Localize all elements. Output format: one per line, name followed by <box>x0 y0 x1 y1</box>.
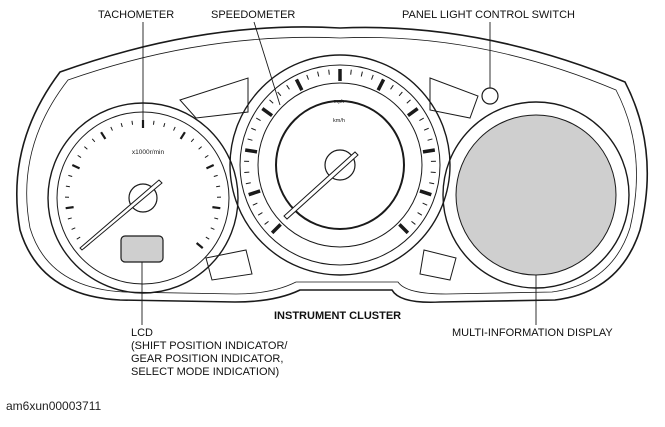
lcd-display <box>121 236 163 262</box>
tachometer-minor-tick <box>199 147 202 150</box>
speedometer-major-tick <box>272 224 280 232</box>
speedometer-major-tick <box>296 79 301 90</box>
figure-id: am6xun00003711 <box>6 400 101 413</box>
speedometer-unit-kmh: km/h <box>333 118 345 124</box>
tachometer-minor-tick <box>216 186 220 187</box>
speedometer-minor-tick <box>371 75 373 80</box>
speedometer-minor-tick <box>256 118 260 120</box>
speedometer-major-tick <box>399 224 407 232</box>
speedometer-minor-tick <box>253 203 258 205</box>
multi-info-screen <box>456 115 616 275</box>
tachometer-minor-tick <box>92 139 95 142</box>
speedometer-minor-tick <box>424 128 429 130</box>
tachometer-major-tick <box>66 207 74 208</box>
speedometer-needle <box>284 152 358 219</box>
speedometer-major-tick <box>245 150 257 152</box>
lcd-label: LCD (SHIFT POSITION INDICATOR/ GEAR POSI… <box>131 327 287 379</box>
speedometer-minor-tick <box>246 183 251 184</box>
speedometer-minor-tick <box>428 139 433 140</box>
lcd-label-line1: LCD <box>131 327 287 340</box>
tachometer-minor-tick <box>78 155 81 157</box>
speedometer-label: SPEEDOMETER <box>211 9 295 22</box>
speedometer-minor-tick <box>407 100 411 103</box>
speedometer-major-tick <box>262 109 272 116</box>
tachometer-minor-tick <box>211 228 215 230</box>
tachometer-minor-tick <box>111 127 113 131</box>
speedometer-minor-tick <box>418 213 422 216</box>
tachometer-minor-tick <box>205 155 208 157</box>
speedometer-minor-tick <box>329 70 330 75</box>
speedometer-minor-tick <box>278 92 281 96</box>
speedometer-major-tick <box>378 79 383 90</box>
lcd-label-line4: SELECT MODE INDICATION) <box>131 366 287 379</box>
tachometer-major-tick <box>101 132 105 139</box>
tachometer-minor-tick <box>206 237 209 239</box>
speedometer-minor-tick <box>399 92 402 96</box>
speedometer-major-tick <box>408 109 418 116</box>
speedometer-major-tick <box>423 150 435 152</box>
tachometer-minor-tick <box>214 218 218 219</box>
tachometer-label: TACHOMETER <box>98 9 174 22</box>
speedometer-minor-tick <box>248 139 253 140</box>
speedometer-minor-tick <box>411 221 415 224</box>
panel-light-switch-label: PANEL LIGHT CONTROL SWITCH <box>402 9 575 22</box>
speedometer-unit-mph: mph <box>334 99 345 105</box>
tachometer-minor-tick <box>66 186 70 187</box>
speedometer: mph km/h <box>230 55 450 275</box>
upper-right-panel <box>430 78 478 118</box>
tachometer-major-tick <box>72 165 79 168</box>
lcd-label-line3: GEAR POSITION INDICATOR, <box>131 353 287 366</box>
lcd-label-line2: (SHIFT POSITION INDICATOR/ <box>131 340 287 353</box>
speedometer-minor-tick <box>265 221 269 224</box>
lower-left-panel <box>206 250 252 280</box>
speedometer-minor-tick <box>429 183 434 184</box>
tachometer-unit-label: x1000r/min <box>132 149 165 156</box>
speedometer-minor-tick <box>419 118 423 120</box>
speedometer-minor-tick <box>318 72 319 77</box>
tachometer-major-tick <box>206 165 213 168</box>
speedometer-minor-tick <box>307 75 309 80</box>
tachometer-minor-tick <box>77 237 80 239</box>
lower-right-panel <box>420 250 456 280</box>
tachometer-minor-tick <box>153 121 154 125</box>
multi-information-display <box>443 102 629 288</box>
tachometer-minor-tick <box>68 218 72 219</box>
speedometer-minor-tick <box>423 203 428 205</box>
tachometer-major-tick <box>197 243 203 248</box>
tachometer-minor-tick <box>84 147 87 150</box>
instrument-cluster-title: INSTRUMENT CLUSTER <box>274 310 401 323</box>
speedometer-minor-tick <box>251 128 256 130</box>
speedometer-minor-tick <box>270 100 274 103</box>
tachometer: x1000r/min <box>48 103 238 293</box>
speedometer-major-tick <box>249 191 260 195</box>
tachometer-minor-tick <box>72 228 76 230</box>
speedometer-minor-tick <box>361 72 362 77</box>
tachometer-minor-tick <box>121 123 122 127</box>
tachometer-minor-tick <box>68 175 72 176</box>
tachometer-minor-tick <box>174 127 176 131</box>
panel-light-control-switch <box>482 88 498 104</box>
upper-left-panel <box>180 78 248 118</box>
speedometer-minor-tick <box>391 85 394 89</box>
tachometer-minor-tick <box>214 175 218 176</box>
speedometer-minor-tick <box>351 70 352 75</box>
tachometer-major-tick <box>181 132 185 139</box>
speedometer-major-tick <box>420 191 431 195</box>
tachometer-minor-tick <box>164 123 165 127</box>
multi-info-display-label: MULTI-INFORMATION DISPLAY <box>452 327 613 340</box>
tachometer-major-tick <box>212 207 220 208</box>
speedometer-minor-tick <box>258 213 262 216</box>
speedometer-minor-tick <box>287 85 290 89</box>
tachometer-minor-tick <box>191 139 194 142</box>
tachometer-minor-tick <box>132 121 133 125</box>
